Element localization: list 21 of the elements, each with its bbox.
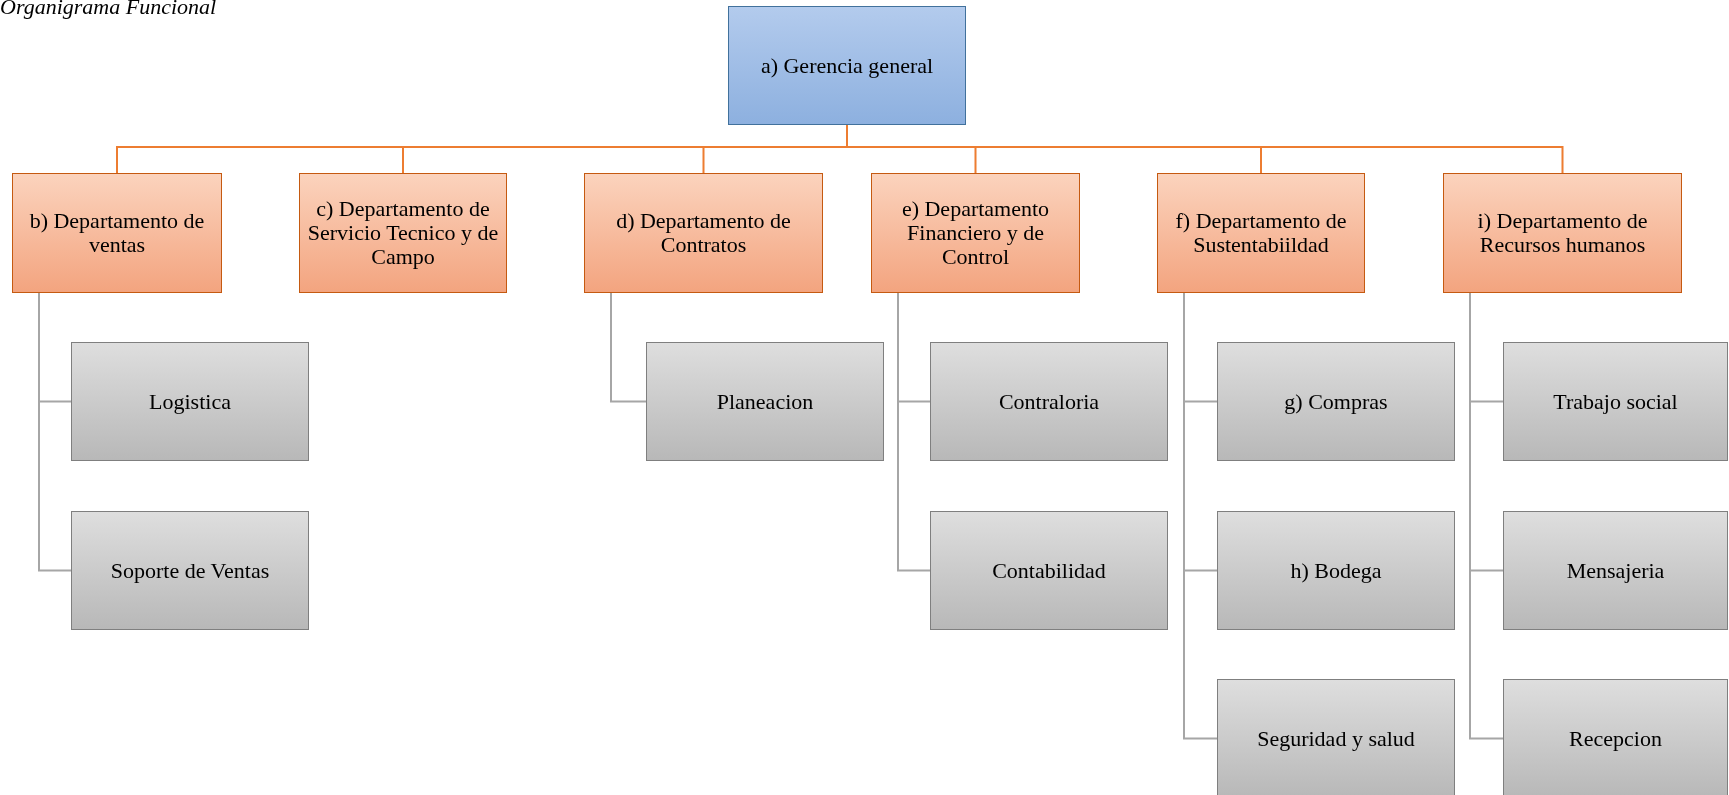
department-box: d) Departamento de Contratos	[584, 173, 823, 293]
department-box: f) Departamento de Sustentabiildad	[1157, 173, 1365, 293]
connector-line	[38, 292, 72, 572]
unit-box: g) Compras	[1217, 342, 1455, 461]
manager-box: a) Gerencia general	[728, 6, 966, 125]
department-box: c) Departamento de Servicio Tecnico y de Campo	[299, 173, 507, 293]
department-box: b) Departamento de ventas	[12, 173, 222, 293]
unit-box: Recepcion	[1503, 679, 1728, 795]
unit-box: Planeacion	[646, 342, 884, 461]
unit-box: Seguridad y salud	[1217, 679, 1455, 795]
unit-box: Trabajo social	[1503, 342, 1728, 461]
unit-box: Soporte de Ventas	[71, 511, 309, 630]
department-box: i) Departamento de Recursos humanos	[1443, 173, 1682, 293]
connector-line	[610, 292, 647, 403]
unit-box: Contabilidad	[930, 511, 1168, 630]
connector-line	[897, 292, 931, 572]
unit-box: Contraloria	[930, 342, 1168, 461]
department-box: e) Departamento Financiero y de Control	[871, 173, 1080, 293]
unit-box: Logistica	[71, 342, 309, 461]
unit-box: h) Bodega	[1217, 511, 1455, 630]
unit-box: Mensajeria	[1503, 511, 1728, 630]
